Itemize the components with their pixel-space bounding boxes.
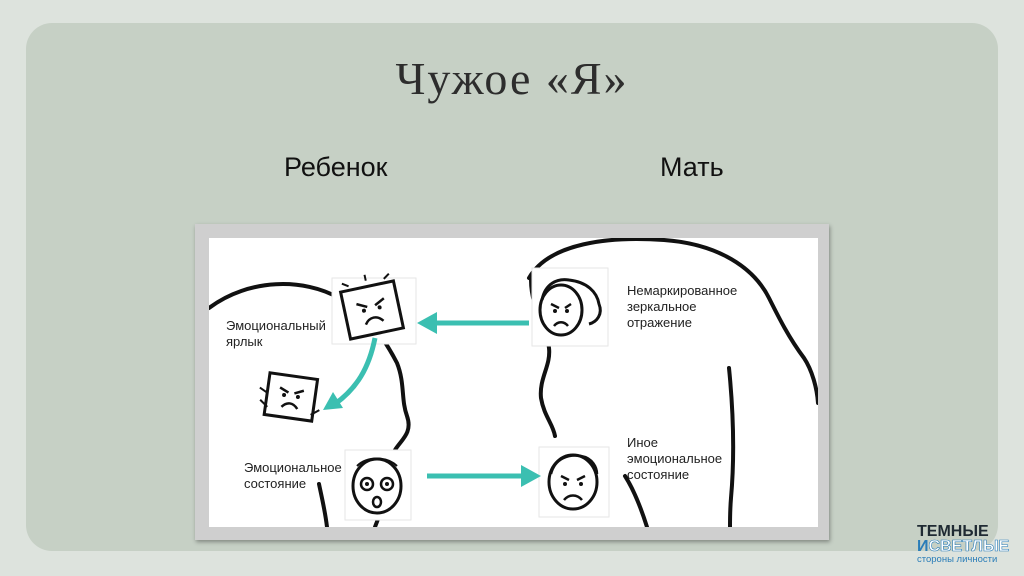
diagram-canvas: Эмоциональный ярлык Эмоциональное состоя… (209, 238, 818, 527)
internalized-label-face-icon (256, 372, 323, 422)
other-state-text: Иное эмоциональное состояние (627, 435, 737, 483)
brand-line-1: ТЕМНЫЕ (917, 524, 1021, 539)
brand-logo: ТЕМНЫЕ ИСВЕТЛЫЕ стороны личности (917, 524, 1021, 565)
arrow-mirror-to-label (417, 312, 529, 334)
mother-column-label: Мать (660, 152, 724, 183)
brand-line-3: стороны личности (917, 554, 1021, 565)
brand-letter-i: И (917, 538, 929, 555)
child-column-label: Ребенок (284, 152, 387, 183)
arrow-state-to-other (427, 465, 541, 487)
brand-line-2: ИСВЕТЛЫЕ (917, 539, 1021, 554)
brand-word-svetlye: СВЕТЛЫЕ (929, 538, 1010, 555)
unmarked-mirror-text: Немаркированное зеркальное отражение (627, 283, 757, 331)
slide-title: Чужое «Я» (0, 52, 1024, 105)
mother-chin-outline (625, 476, 647, 527)
emotional-state-text: Эмоциональное состояние (244, 460, 359, 492)
emotional-label-text: Эмоциональный ярлык (226, 318, 346, 350)
mother-frown-face-icon (549, 455, 597, 509)
frightened-face-icon (353, 459, 401, 514)
